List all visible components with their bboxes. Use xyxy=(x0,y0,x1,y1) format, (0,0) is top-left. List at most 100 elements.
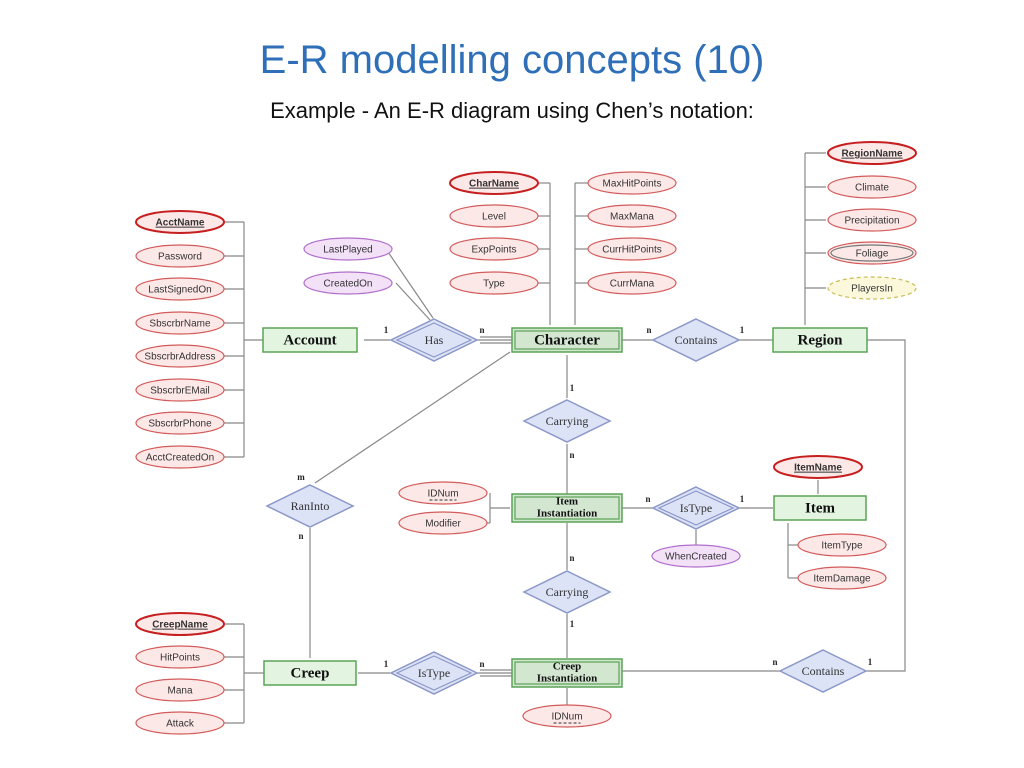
attribute-createdon-label: CreatedOn xyxy=(324,279,373,290)
attribute-foliage-inner-ring xyxy=(830,244,914,262)
attribute-itemdamage-label: ItemDamage xyxy=(813,574,871,585)
attribute-mana-ellipse xyxy=(135,678,225,702)
attribute-idnum-label: IDNum xyxy=(551,712,582,723)
cardinality-label: n xyxy=(479,659,484,669)
attribute-currhitpoints-ellipse xyxy=(587,237,677,261)
has-lastplayed-connector xyxy=(385,248,434,319)
entity-region-box xyxy=(772,327,868,353)
has-createdon-connector xyxy=(395,282,431,321)
attribute-itemtype-ellipse xyxy=(797,533,887,557)
relationship-carrying-character-diamond xyxy=(522,399,612,443)
entity-item-label: Item xyxy=(805,500,835,516)
attribute-acctname-label: AcctName xyxy=(156,218,205,229)
entity-creep-box xyxy=(263,660,357,686)
attribute-precipitation-ellipse xyxy=(827,208,917,232)
attribute-whencreated-ellipse xyxy=(651,544,741,568)
entity-account-box xyxy=(262,327,358,353)
attribute-itemname-ellipse xyxy=(773,455,863,479)
cardinality-label: 1 xyxy=(570,383,575,393)
attribute-attack-label: Attack xyxy=(166,719,195,730)
cardinality-label: n xyxy=(645,494,650,504)
entity-item-instantiation-box xyxy=(511,493,623,523)
attribute-sbscrbrname-label: SbscrbrName xyxy=(149,319,211,330)
attribute-sbscrbraddress-label: SbscrbrAddress xyxy=(144,352,215,363)
attribute-climate-ellipse xyxy=(827,175,917,199)
attribute-currmana-label: CurrMana xyxy=(610,279,655,290)
attribute-sbscrbrphone-ellipse xyxy=(135,411,225,435)
relationship-raninto-diamond xyxy=(265,484,355,528)
attribute-currhitpoints-label: CurrHitPoints xyxy=(602,245,661,256)
attribute-type-ellipse xyxy=(449,271,539,295)
attribute-lastplayed-label: LastPlayed xyxy=(323,245,372,256)
attribute-idnum-ellipse xyxy=(522,704,612,728)
relationship-carrying-item-label: Carrying xyxy=(546,585,589,599)
attribute-sbscrbrphone-label: SbscrbrPhone xyxy=(148,419,212,430)
attribute-regionname-label: RegionName xyxy=(841,149,903,160)
cardinality-label: 1 xyxy=(740,494,745,504)
attribute-lastsignedon-ellipse xyxy=(135,277,225,301)
attribute-playersin-label: PlayersIn xyxy=(851,284,893,295)
entity-account-label: Account xyxy=(283,332,336,348)
attribute-modifier-label: Modifier xyxy=(425,519,461,530)
relationship-istype-item-label: IsType xyxy=(680,501,712,515)
attribute-charname-ellipse xyxy=(449,171,539,195)
attribute-exppoints-ellipse xyxy=(449,237,539,261)
attribute-acctname-ellipse xyxy=(135,210,225,234)
cardinality-label: m xyxy=(297,472,305,482)
attribute-foliage-label: Foliage xyxy=(856,249,889,260)
relationship-contains-region-label: Contains xyxy=(675,333,718,347)
entity-item-instantiation-inner-border xyxy=(514,496,620,520)
entity-character-label: Character xyxy=(534,332,600,348)
relationship-carrying-character-label: Carrying xyxy=(546,414,589,428)
attribute-whencreated-label: WhenCreated xyxy=(665,552,727,563)
cardinality-label: n xyxy=(569,450,574,460)
attribute-regionname-ellipse xyxy=(827,141,917,165)
cardinality-label: n xyxy=(298,531,303,541)
attribute-attack-ellipse xyxy=(135,711,225,735)
attribute-foliage-ellipse xyxy=(827,241,917,265)
cardinality-label: n xyxy=(479,325,484,335)
attribute-idnum-ellipse xyxy=(398,481,488,505)
slide-subtitle: Example - An E-R diagram using Chen’s no… xyxy=(270,98,754,123)
slide-title: E-R modelling concepts (10) xyxy=(259,38,765,82)
entity-creep-instantiation-inner-border xyxy=(514,661,620,685)
attribute-itemname-label: ItemName xyxy=(794,463,842,474)
attribute-level-ellipse xyxy=(449,204,539,228)
cardinality-label: n xyxy=(569,553,574,563)
attribute-mana-label: Mana xyxy=(167,686,192,697)
relationship-raninto-label: RanInto xyxy=(291,499,330,513)
attribute-maxmana-label: MaxMana xyxy=(610,212,654,223)
relationship-has-diamond xyxy=(389,318,479,362)
cardinality-label: 1 xyxy=(740,325,745,335)
attribute-lastsignedon-label: LastSignedOn xyxy=(148,285,211,296)
attribute-acctcreatedon-label: AcctCreatedOn xyxy=(146,453,214,464)
relationship-istype-creep-inner-diamond xyxy=(395,655,473,691)
attribute-currmana-ellipse xyxy=(587,271,677,295)
character-raninto-connector xyxy=(314,351,511,484)
attribute-level-label: Level xyxy=(482,212,506,223)
attribute-climate-label: Climate xyxy=(855,183,889,194)
attribute-creepname-label: CreepName xyxy=(152,620,208,631)
cardinality-label: n xyxy=(772,657,777,667)
relationship-contains-creep-diamond xyxy=(778,649,868,693)
attribute-sbscrbraddress-ellipse xyxy=(135,344,225,368)
relationship-istype-item-diamond xyxy=(651,486,741,530)
relationship-has-inner-diamond xyxy=(395,322,473,358)
cardinality-label: 1 xyxy=(868,657,873,667)
diagram-shapes: AcctNamePasswordLastSignedOnSbscrbrNameS… xyxy=(135,141,917,735)
cardinality-label: 1 xyxy=(570,619,575,629)
attribute-exppoints-label: ExpPoints xyxy=(471,245,516,256)
attribute-hitpoints-ellipse xyxy=(135,645,225,669)
attribute-password-label: Password xyxy=(158,252,202,263)
attribute-modifier-ellipse xyxy=(398,511,488,535)
attribute-charname-label: CharName xyxy=(469,179,519,190)
relationship-istype-creep-label: IsType xyxy=(418,666,450,680)
attribute-maxmana-ellipse xyxy=(587,204,677,228)
attribute-sbscrbremail-ellipse xyxy=(135,378,225,402)
relationship-istype-item-inner-diamond xyxy=(657,490,735,526)
entity-creep-label: Creep xyxy=(291,665,330,681)
attribute-type-label: Type xyxy=(483,279,505,290)
attribute-maxhitpoints-ellipse xyxy=(587,171,677,195)
attribute-playersin-ellipse xyxy=(827,276,917,300)
